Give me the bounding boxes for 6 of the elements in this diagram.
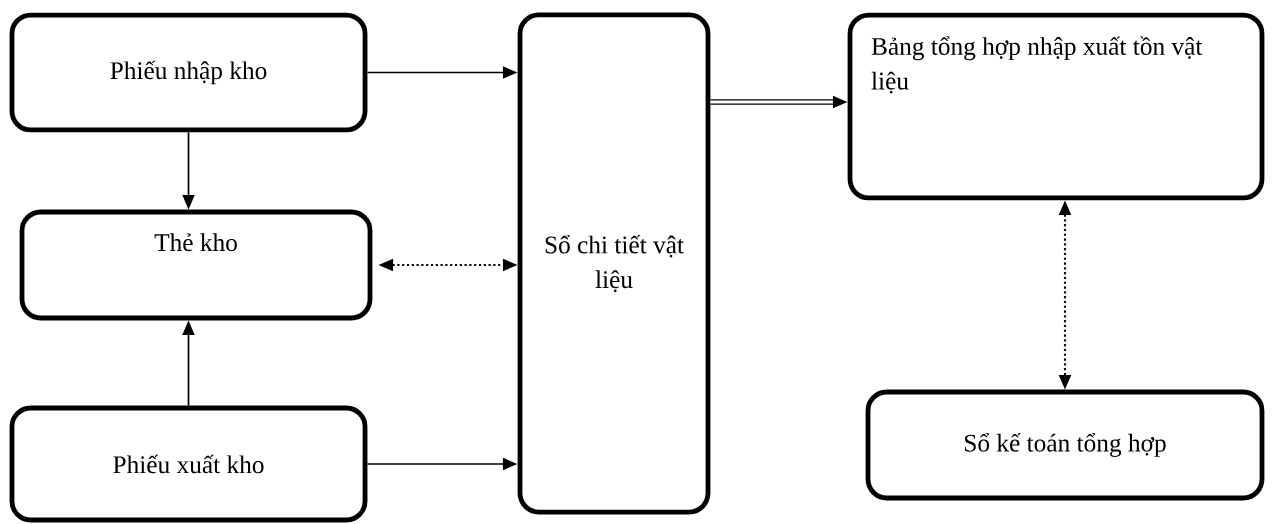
- process-box: Sổ chi tiết vật liệu: [517, 12, 711, 515]
- process-box: Phiếu xuất kho: [9, 405, 368, 523]
- process-box: Sổ kế toán tổng hợp: [865, 389, 1265, 501]
- process-box: Phiếu nhập kho: [9, 12, 368, 133]
- process-box: Thẻ kho: [19, 209, 373, 321]
- process-box: Bảng tổng hợp nhập xuất tồn vật liệu: [847, 12, 1265, 201]
